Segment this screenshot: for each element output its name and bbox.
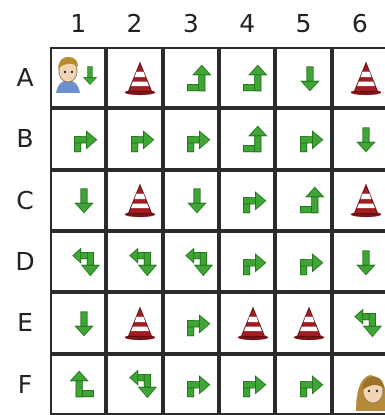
arrow-left-down-icon <box>350 307 382 339</box>
arrow-right-up-icon <box>181 368 213 400</box>
cell-C3[interactable] <box>165 172 217 229</box>
arrow-right-up-icon <box>237 184 269 216</box>
cell-F1[interactable] <box>52 356 104 413</box>
row-label-E: E <box>0 292 50 353</box>
arrow-right-up-icon <box>237 246 269 278</box>
arrow-right-up-icon <box>68 123 100 155</box>
cell-B1[interactable] <box>52 110 104 167</box>
cell-B2[interactable] <box>108 110 160 167</box>
cell-A2[interactable] <box>108 49 160 106</box>
row-label-D: D <box>0 231 50 292</box>
cell-E3[interactable] <box>165 294 217 351</box>
cell-E6[interactable] <box>334 294 385 351</box>
row-label-B: B <box>0 108 50 169</box>
arrow-left-down-icon <box>181 246 213 278</box>
cell-E2[interactable] <box>108 294 160 351</box>
arrow-up-left-icon <box>181 62 213 94</box>
traffic-cone-icon <box>235 303 271 343</box>
cell-C1[interactable] <box>52 172 104 229</box>
cell-F4[interactable] <box>221 356 273 413</box>
game-board <box>50 47 385 415</box>
arrow-down-icon <box>294 62 326 94</box>
row-label-F: F <box>0 354 50 415</box>
cell-B3[interactable] <box>165 110 217 167</box>
cell-D4[interactable] <box>221 233 273 290</box>
traffic-cone-icon <box>122 303 158 343</box>
cell-D1[interactable] <box>52 233 104 290</box>
arrow-right-up-icon <box>237 368 269 400</box>
row-label-C: C <box>0 170 50 231</box>
column-label-2: 2 <box>106 2 162 44</box>
cell-F3[interactable] <box>165 356 217 413</box>
arrow-down-icon <box>68 184 100 216</box>
cell-E4[interactable] <box>221 294 273 351</box>
cell-B6[interactable] <box>334 110 385 167</box>
arrow-left-down-icon <box>68 246 100 278</box>
traffic-cone-icon <box>348 180 384 220</box>
cell-D2[interactable] <box>108 233 160 290</box>
arrow-up-left-icon <box>294 184 326 216</box>
column-label-4: 4 <box>219 2 275 44</box>
arrow-up-left-icon <box>237 123 269 155</box>
column-label-3: 3 <box>163 2 219 44</box>
row-label-A: A <box>0 47 50 108</box>
arrow-left-down-icon <box>125 368 157 400</box>
traffic-cone-icon <box>122 58 158 98</box>
traffic-cone-icon <box>291 303 327 343</box>
arrow-right-up-icon <box>181 123 213 155</box>
cell-F2[interactable] <box>108 356 160 413</box>
cell-A1[interactable] <box>52 49 104 106</box>
traffic-cone-icon <box>122 180 158 220</box>
cell-D3[interactable] <box>165 233 217 290</box>
cell-E5[interactable] <box>277 294 329 351</box>
column-label-1: 1 <box>50 2 106 44</box>
cell-F6[interactable] <box>334 356 385 413</box>
girl-icon <box>346 369 385 413</box>
cell-D5[interactable] <box>277 233 329 290</box>
arrow-right-up-icon <box>294 246 326 278</box>
traffic-cone-icon <box>348 58 384 98</box>
cell-C2[interactable] <box>108 172 160 229</box>
cell-C6[interactable] <box>334 172 385 229</box>
cell-B4[interactable] <box>221 110 273 167</box>
cell-E1[interactable] <box>52 294 104 351</box>
column-label-5: 5 <box>275 2 331 44</box>
cell-A3[interactable] <box>165 49 217 106</box>
cell-A6[interactable] <box>334 49 385 106</box>
cell-C4[interactable] <box>221 172 273 229</box>
arrow-down-icon <box>350 246 382 278</box>
arrow-left-down-icon <box>125 246 157 278</box>
arrow-up-right-icon <box>68 368 100 400</box>
arrow-down-icon <box>350 123 382 155</box>
arrow-down-icon <box>181 184 213 216</box>
arrow-right-up-icon <box>294 123 326 155</box>
cell-C5[interactable] <box>277 172 329 229</box>
cell-A4[interactable] <box>221 49 273 106</box>
column-label-6: 6 <box>332 2 385 44</box>
cell-D6[interactable] <box>334 233 385 290</box>
cell-A5[interactable] <box>277 49 329 106</box>
arrow-down-icon <box>78 59 102 91</box>
arrow-right-up-icon <box>294 368 326 400</box>
arrow-right-up-icon <box>181 307 213 339</box>
cell-F5[interactable] <box>277 356 329 413</box>
cell-B5[interactable] <box>277 110 329 167</box>
arrow-right-up-icon <box>125 123 157 155</box>
arrow-up-left-icon <box>237 62 269 94</box>
arrow-down-icon <box>68 307 100 339</box>
